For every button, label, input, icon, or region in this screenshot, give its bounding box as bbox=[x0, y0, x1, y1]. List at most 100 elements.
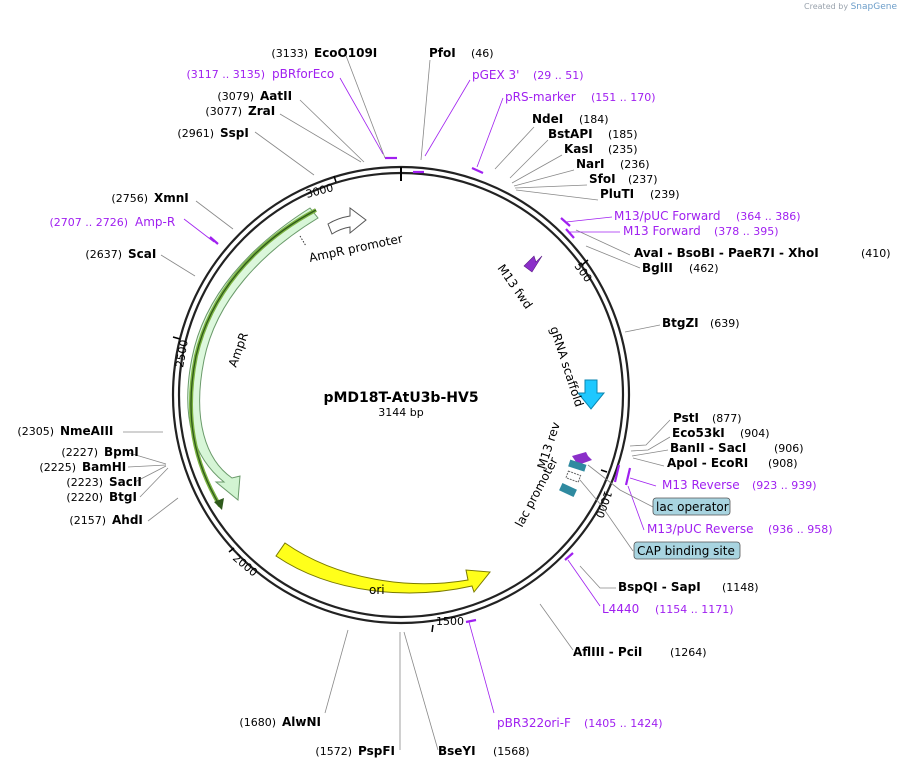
ampr-gene-arrow bbox=[187, 207, 319, 501]
svg-text:(2961): (2961) bbox=[177, 127, 214, 140]
site-leaders bbox=[123, 52, 671, 751]
svg-text:NmeAIII: NmeAIII bbox=[60, 424, 113, 438]
feature-ampr-promoter-label: AmpR promoter bbox=[308, 231, 404, 265]
primer-m13-forward: M13 Forward (378 .. 395) bbox=[623, 224, 779, 238]
svg-text:Eco53kI: Eco53kI bbox=[672, 426, 725, 440]
tick-1500: 1500 bbox=[431, 615, 464, 633]
svg-text:(936 .. 958): (936 .. 958) bbox=[768, 523, 833, 536]
svg-text:M13 Reverse: M13 Reverse bbox=[662, 478, 740, 492]
svg-text:(2756): (2756) bbox=[111, 192, 148, 205]
primer-l4440: L4440 (1154 .. 1171) bbox=[602, 602, 734, 616]
svg-text:M13/pUC Reverse: M13/pUC Reverse bbox=[647, 522, 754, 536]
primer-mark-l4440 bbox=[564, 552, 574, 561]
svg-text:M13/pUC Forward: M13/pUC Forward bbox=[614, 209, 721, 223]
snapgene-logo: SnapGene bbox=[850, 2, 897, 12]
svg-text:(235): (235) bbox=[608, 143, 638, 156]
primer-labels: (3117 .. 3135) pBRforEco pGEX 3' (29 .. … bbox=[49, 67, 832, 730]
svg-text:BanII - SacI: BanII - SacI bbox=[670, 441, 746, 455]
svg-text:BamHI: BamHI bbox=[82, 460, 126, 474]
svg-text:AlwNI: AlwNI bbox=[282, 715, 321, 729]
snapgene-credit: Created by SnapGene bbox=[804, 2, 897, 12]
svg-text:(3077): (3077) bbox=[205, 105, 242, 118]
site-psti: PstI (877) bbox=[673, 411, 742, 425]
site-eco53ki: Eco53kI (904) bbox=[672, 426, 770, 440]
site-bglii: BglII (462) bbox=[642, 261, 719, 275]
primer-mark-m13r bbox=[613, 464, 621, 483]
primer-mark-m13f bbox=[565, 228, 575, 239]
svg-text:(2637): (2637) bbox=[85, 248, 122, 261]
site-bstapi: BstAPI (185) bbox=[548, 127, 638, 141]
primer-pbr322ori-f: pBR322ori-F (1405 .. 1424) bbox=[497, 716, 663, 730]
ori-arrow bbox=[275, 542, 491, 594]
site-ndei: NdeI (184) bbox=[532, 112, 609, 126]
svg-text:KasI: KasI bbox=[564, 142, 593, 156]
site-bpmi: (2227) BpmI bbox=[61, 445, 138, 459]
tick-label: 3000 bbox=[304, 181, 334, 201]
svg-text:(1148): (1148) bbox=[722, 581, 759, 594]
m13-fwd-arrow bbox=[523, 255, 543, 273]
svg-text:(29 .. 51): (29 .. 51) bbox=[533, 69, 584, 82]
svg-text:BtgZI: BtgZI bbox=[662, 316, 699, 330]
svg-text:(3133): (3133) bbox=[271, 47, 308, 60]
lac-operator-block bbox=[568, 459, 587, 472]
site-avai-xhoi: AvaI - BsoBI - PaeR7I - XhoI (410) bbox=[634, 246, 891, 260]
svg-text:(1264): (1264) bbox=[670, 646, 707, 659]
primer-pgex3: pGEX 3' (29 .. 51) bbox=[472, 68, 584, 82]
credit-prefix: Created by bbox=[804, 2, 849, 11]
svg-text:(184): (184) bbox=[579, 113, 609, 126]
svg-text:(639): (639) bbox=[710, 317, 740, 330]
tick-label: 2500 bbox=[173, 339, 191, 369]
svg-text:(904): (904) bbox=[740, 427, 770, 440]
ampr-orf-line bbox=[190, 209, 317, 507]
svg-text:(185): (185) bbox=[608, 128, 638, 141]
lac-promoter-block bbox=[559, 482, 577, 498]
svg-text:AatII: AatII bbox=[260, 89, 292, 103]
svg-text:BglII: BglII bbox=[642, 261, 673, 275]
svg-text:BpmI: BpmI bbox=[104, 445, 139, 459]
feature-ori-label: ori bbox=[369, 583, 385, 597]
site-nmeaiii: (2305) NmeAIII bbox=[17, 424, 113, 438]
svg-text:CAP binding site: CAP binding site bbox=[637, 544, 735, 558]
lac-operator-connector bbox=[587, 464, 654, 508]
site-btgzi: BtgZI (639) bbox=[662, 316, 740, 330]
site-kasi: KasI (235) bbox=[564, 142, 638, 156]
site-aatii: (3079) AatII bbox=[217, 89, 292, 103]
primer-m13puc-forward: M13/pUC Forward (364 .. 386) bbox=[614, 209, 801, 223]
svg-text:PluTI: PluTI bbox=[600, 187, 634, 201]
box-cap-binding-site: CAP binding site bbox=[633, 541, 741, 560]
tick-2500: 2500 bbox=[172, 336, 191, 369]
site-bamhi: (2225) BamHI bbox=[39, 460, 126, 474]
svg-text:(1572): (1572) bbox=[315, 745, 352, 758]
primer-pbrforeco: (3117 .. 3135) pBRforEco bbox=[186, 67, 334, 81]
site-sspi: (2961) SspI bbox=[177, 126, 248, 140]
primer-mark-pbr322 bbox=[465, 618, 477, 624]
svg-text:PfoI: PfoI bbox=[429, 46, 456, 60]
site-nari: NarI (236) bbox=[576, 157, 650, 171]
svg-text:M13 Forward: M13 Forward bbox=[623, 224, 701, 238]
primer-m13puc-reverse: M13/pUC Reverse (936 .. 958) bbox=[647, 522, 833, 536]
svg-text:(3079): (3079) bbox=[217, 90, 254, 103]
site-scai: (2637) ScaI bbox=[85, 247, 156, 261]
primer-prs-marker: pRS-marker (151 .. 170) bbox=[505, 90, 656, 104]
site-bseyi: BseYI (1568) bbox=[438, 744, 530, 758]
grna-scaffold-arrow bbox=[576, 379, 606, 410]
svg-text:(364 .. 386): (364 .. 386) bbox=[736, 210, 801, 223]
site-btgi: (2220) BtgI bbox=[66, 490, 137, 504]
site-ecoo109i: (3133) EcoO109I bbox=[271, 46, 377, 60]
svg-text:(2305): (2305) bbox=[17, 425, 54, 438]
cap-site-connector bbox=[579, 479, 634, 552]
svg-text:AhdI: AhdI bbox=[112, 513, 143, 527]
svg-text:(877): (877) bbox=[712, 412, 742, 425]
site-alwni: (1680) AlwNI bbox=[239, 715, 321, 729]
site-afliii-pcii: AflIII - PciI (1264) bbox=[573, 645, 707, 659]
svg-text:(906): (906) bbox=[774, 442, 804, 455]
primer-amp-r: (2707 .. 2726) Amp-R bbox=[49, 215, 175, 229]
svg-text:BstAPI: BstAPI bbox=[548, 127, 593, 141]
site-bspqi-sapi: BspQI - SapI (1148) bbox=[618, 580, 759, 594]
svg-text:(378 .. 395): (378 .. 395) bbox=[714, 225, 779, 238]
tick-label: 1500 bbox=[436, 615, 464, 628]
tick-label: 1000 bbox=[593, 489, 615, 520]
tick-3000: 3000 bbox=[304, 175, 337, 201]
svg-text:PspFI: PspFI bbox=[358, 744, 395, 758]
